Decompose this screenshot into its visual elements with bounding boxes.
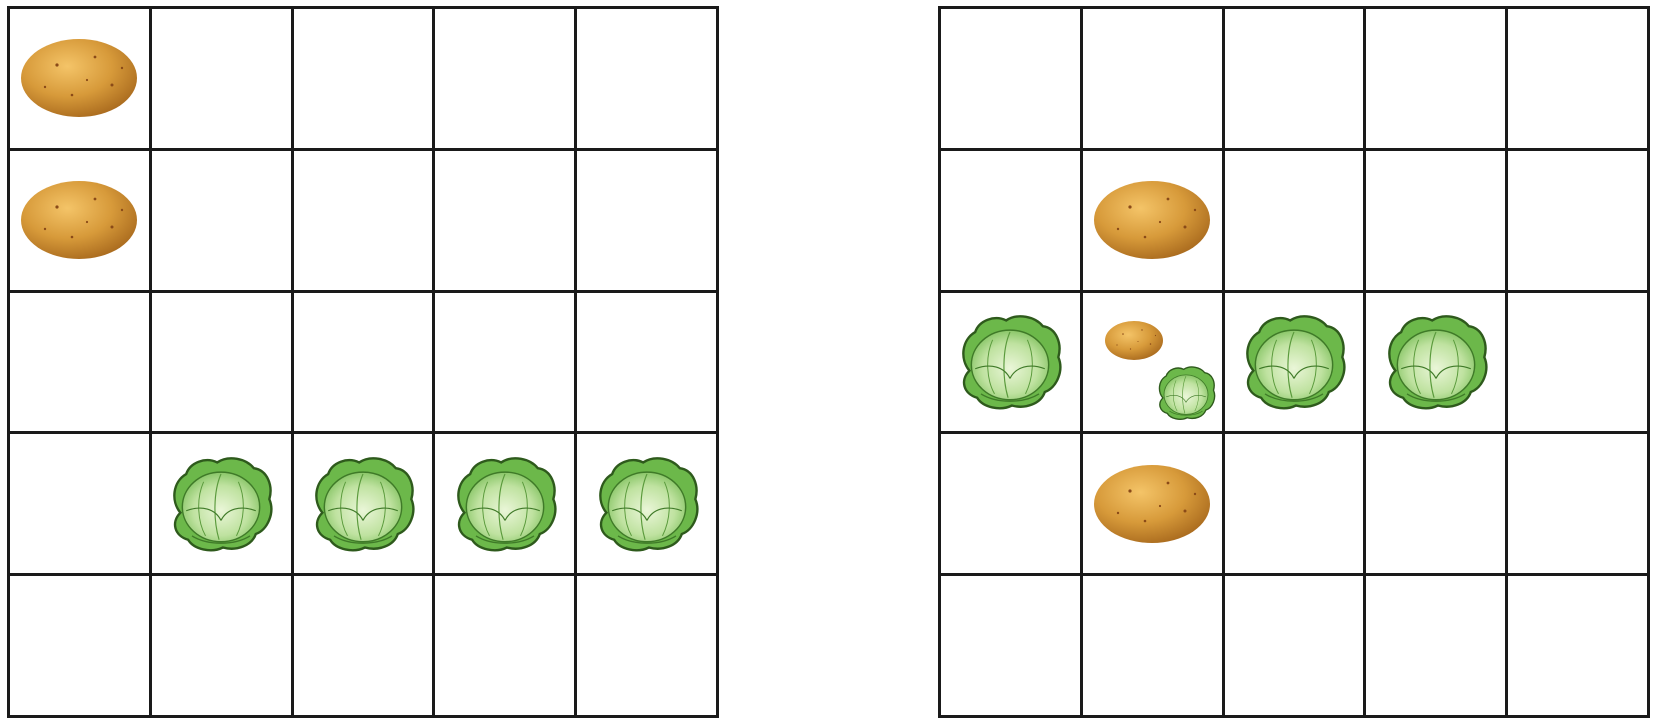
potato-icon: [21, 181, 138, 260]
grid-cell[interactable]: [1508, 9, 1650, 151]
right-grid-board: [938, 6, 1650, 718]
grid-cell[interactable]: [151, 292, 294, 435]
potato-icon: [1094, 181, 1211, 260]
grid-cell[interactable]: [1508, 434, 1650, 577]
grid-cell[interactable]: [1224, 150, 1367, 293]
grid-cell[interactable]: [577, 150, 719, 293]
grid-cell[interactable]: [1082, 292, 1225, 435]
grid-cell[interactable]: [1082, 434, 1225, 577]
grid-cell[interactable]: [1508, 150, 1650, 293]
grid-cell[interactable]: [577, 292, 719, 435]
potato-small-icon: [1104, 320, 1163, 360]
grid-cell[interactable]: [10, 434, 152, 577]
grid-cell[interactable]: [1366, 150, 1509, 293]
grid-cell[interactable]: [941, 9, 1083, 151]
grid-cell[interactable]: [151, 434, 294, 577]
grid-cell[interactable]: [941, 434, 1083, 577]
grid-cell[interactable]: [435, 9, 578, 151]
grid-cell[interactable]: [1366, 576, 1509, 718]
cabbage-icon: [456, 456, 557, 552]
cabbage-icon: [1387, 315, 1488, 410]
grid-cell[interactable]: [1224, 9, 1367, 151]
grid-cell[interactable]: [293, 150, 436, 293]
grid-cell[interactable]: [151, 9, 294, 151]
grid-cell[interactable]: [1508, 576, 1650, 718]
grid-cell[interactable]: [435, 150, 578, 293]
potato-icon: [1094, 464, 1211, 543]
grid-cell[interactable]: [435, 434, 578, 577]
grid-cell[interactable]: [1224, 434, 1367, 577]
grid-cell[interactable]: [1224, 576, 1367, 718]
grid-cell[interactable]: [435, 292, 578, 435]
grid-cell[interactable]: [293, 434, 436, 577]
cabbage-icon: [598, 456, 699, 552]
grid-cell[interactable]: [1082, 9, 1225, 151]
grid-cell[interactable]: [1366, 9, 1509, 151]
grid-cell[interactable]: [1366, 292, 1509, 435]
grid-cell[interactable]: [1366, 434, 1509, 577]
grid-cell[interactable]: [941, 292, 1083, 435]
grid-cell[interactable]: [10, 150, 152, 293]
grid-cell[interactable]: [941, 576, 1083, 718]
grid-cell[interactable]: [1508, 292, 1650, 435]
mixed-cell-content: [1083, 293, 1222, 432]
grid-cell[interactable]: [10, 576, 152, 718]
left-grid-board: [7, 6, 719, 718]
grid-cell[interactable]: [435, 576, 578, 718]
grid-cell[interactable]: [941, 150, 1083, 293]
grid-cell[interactable]: [293, 576, 436, 718]
grid-cell[interactable]: [293, 292, 436, 435]
grid-cell[interactable]: [1082, 576, 1225, 718]
grid-cell[interactable]: [577, 434, 719, 577]
grid-cell[interactable]: [10, 292, 152, 435]
cabbage-icon: [1246, 315, 1346, 410]
grid-cell[interactable]: [1224, 292, 1367, 435]
potato-icon: [21, 39, 138, 118]
cabbage-icon: [962, 315, 1062, 410]
grid-cell[interactable]: [1082, 150, 1225, 293]
grid-cell[interactable]: [293, 9, 436, 151]
grid-cell[interactable]: [10, 9, 152, 151]
grid-cell[interactable]: [577, 9, 719, 151]
grid-cell[interactable]: [577, 576, 719, 718]
cabbage-icon: [173, 456, 273, 552]
grid-cell[interactable]: [151, 576, 294, 718]
cabbage-icon: [315, 456, 415, 552]
cabbage-small-icon: [1158, 365, 1216, 420]
grid-cell[interactable]: [151, 150, 294, 293]
